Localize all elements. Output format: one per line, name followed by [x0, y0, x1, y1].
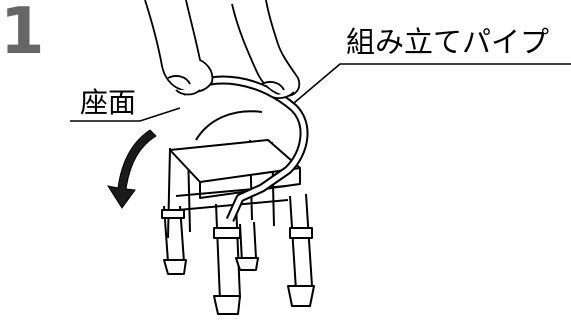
step-number: 1 — [0, 0, 45, 69]
assembly-pipe-label: 組み立てパイプ — [346, 25, 550, 59]
shower-chair-illustration — [161, 75, 315, 315]
hands-illustration — [144, 0, 301, 99]
seat-leader-line — [70, 107, 181, 122]
seat-label: 座面 — [80, 86, 137, 119]
fold-down-arrow-icon — [106, 129, 157, 209]
pipe-leader-line — [287, 63, 571, 109]
leader-lines — [70, 63, 571, 122]
